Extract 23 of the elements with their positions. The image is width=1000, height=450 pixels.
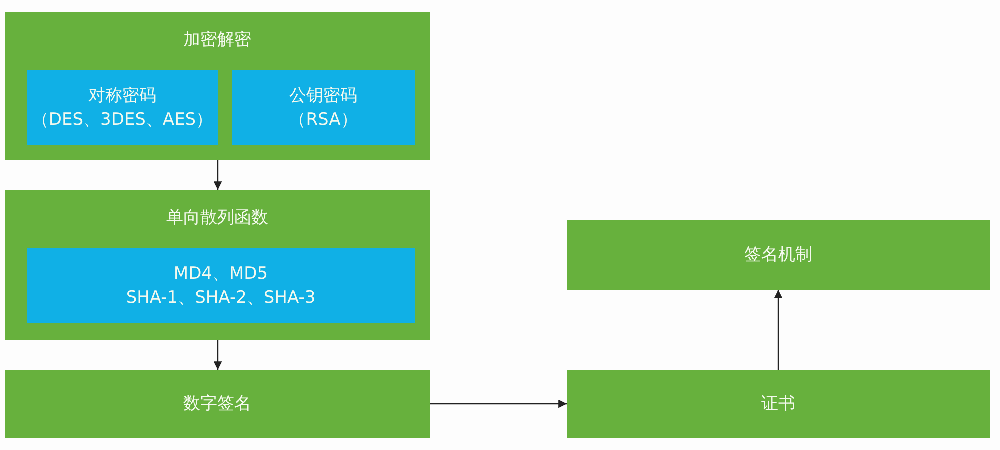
box-sublabel: （RSA）: [289, 108, 358, 132]
arrow: [774, 290, 783, 370]
process-box: [5, 370, 430, 438]
box-label: MD4、MD5: [174, 262, 268, 286]
box-label: 公钥密码: [290, 84, 358, 108]
group-box: [5, 190, 430, 340]
box-label: 证书: [762, 393, 796, 416]
box-label: 签名机制: [744, 244, 812, 267]
group-box: [5, 12, 430, 160]
arrow: [214, 160, 222, 190]
box-label: 数字签名: [184, 393, 252, 416]
category-box: [27, 248, 415, 323]
process-box: [567, 220, 990, 290]
group-heading: 单向散列函数: [166, 207, 268, 230]
category-box: [27, 70, 218, 145]
box-sublabel: （DES、3DES、AES）: [32, 108, 214, 132]
box-label: 对称密码: [88, 84, 156, 108]
process-box: [567, 370, 990, 438]
arrow: [430, 400, 567, 408]
box-sublabel: SHA-1、SHA-2、SHA-3: [126, 286, 316, 310]
arrow: [214, 340, 222, 370]
category-box: [232, 70, 415, 145]
group-heading: 加密解密: [184, 29, 252, 52]
